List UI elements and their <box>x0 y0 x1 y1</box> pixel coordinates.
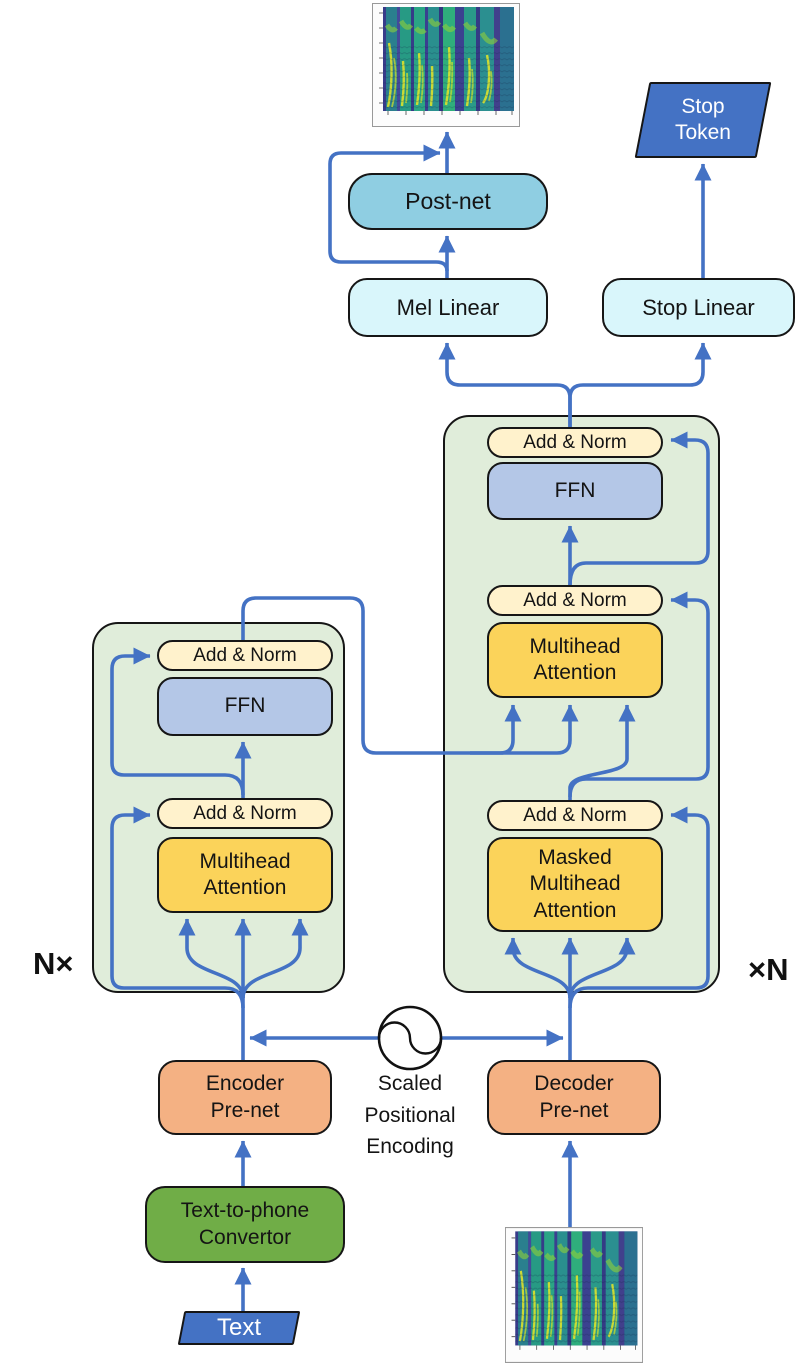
scaled-positional-encoding-label: Scaled Positional Encoding <box>364 1072 456 1158</box>
text-to-phone-convertor-node: Text-to-phone Convertor <box>145 1186 345 1263</box>
decoder-add-norm-bottom: Add & Norm <box>487 800 663 831</box>
stop-token-node: Stop Token <box>634 82 772 158</box>
text-input-label: Text <box>216 1314 261 1341</box>
encoder-add-norm-bottom: Add & Norm <box>157 798 333 829</box>
encoder-prenet-node: Encoder Pre-net <box>158 1060 332 1135</box>
decoder-add-norm-middle: Add & Norm <box>487 585 663 616</box>
input-mel-spectrogram-image <box>505 1227 643 1363</box>
mel-linear-node: Mel Linear <box>348 278 548 337</box>
sine-wave-circle-icon <box>377 1005 443 1071</box>
decoder-repeat-label: ×N <box>748 952 789 987</box>
decoder-multihead-attention-node: Multihead Attention <box>487 622 663 698</box>
encoder-multihead-attention-node: Multihead Attention <box>157 837 333 913</box>
stop-token-label: Stop Token <box>674 94 732 144</box>
encoder-repeat-label: N× <box>33 946 74 981</box>
encoder-ffn-node: FFN <box>157 677 333 736</box>
encoder-add-norm-top: Add & Norm <box>157 640 333 671</box>
decoder-prenet-node: Decoder Pre-net <box>487 1060 661 1135</box>
output-mel-spectrogram-image <box>372 3 520 127</box>
stop-linear-node: Stop Linear <box>602 278 795 337</box>
post-net-node: Post-net <box>348 173 548 230</box>
masked-multihead-attention-node: Masked Multihead Attention <box>487 837 663 932</box>
decoder-add-norm-top: Add & Norm <box>487 427 663 458</box>
text-input-node: Text <box>177 1311 301 1345</box>
decoder-ffn-node: FFN <box>487 462 663 520</box>
